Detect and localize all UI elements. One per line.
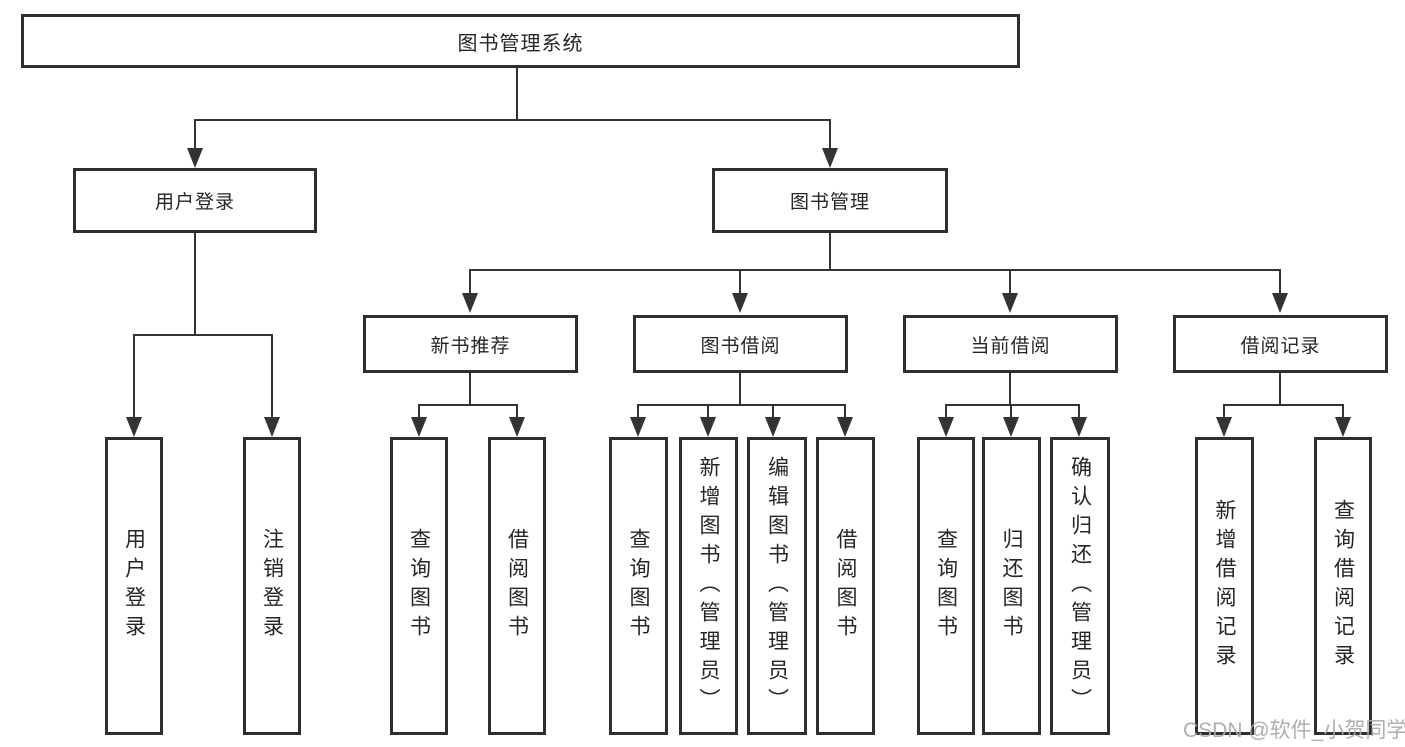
node-root-label: 图书管理系统 [457, 32, 584, 55]
node-leaf-br-query-record-label: 查询借阅记录 [1331, 499, 1355, 673]
connector-arm-bb-borrow [844, 404, 846, 418]
node-leaf-bb-borrow-book-label: 借阅图书 [834, 528, 857, 644]
node-book-management: 图书管理 [712, 168, 948, 233]
node-leaf-cb-query-book-label: 查询图书 [934, 528, 958, 644]
node-leaf-logout-label: 注销登录 [260, 528, 284, 644]
node-leaf-bb-add-book-admin: 新增图书（管理员） [679, 437, 738, 735]
arrowhead-nb-query [411, 417, 427, 437]
connector-arm-nb-query [418, 404, 420, 418]
connector-arm-book-management [829, 119, 831, 149]
arrowhead-user-login [187, 148, 203, 168]
connector-new-book-stem [469, 373, 471, 406]
arrowhead-br-add [1216, 417, 1232, 437]
connector-arm-br-add [1223, 404, 1225, 418]
arrowhead-leaf-login [126, 417, 142, 437]
connector-arm-leaf-login [133, 334, 135, 418]
node-leaf-nb-query-book-label: 查询图书 [407, 528, 431, 644]
node-current-borrow-label: 当前借阅 [970, 335, 1051, 357]
connector-book-management-branch [470, 269, 1281, 271]
node-leaf-bb-borrow-book: 借阅图书 [816, 437, 875, 735]
node-leaf-br-add-record: 新增借阅记录 [1195, 437, 1254, 735]
arrowhead-bb-borrow [837, 417, 853, 437]
node-leaf-cb-return-book: 归还图书 [982, 437, 1041, 735]
connector-arm-cb-query [945, 404, 947, 418]
node-leaf-nb-borrow-book: 借阅图书 [488, 437, 546, 735]
connector-arm-br-query [1342, 404, 1344, 418]
node-new-book-recommend-label: 新书推荐 [430, 335, 511, 357]
node-leaf-bb-query-book: 查询图书 [609, 437, 668, 735]
node-leaf-cb-return-book-label: 归还图书 [1000, 528, 1023, 644]
connector-borrow-records-branch [1224, 404, 1344, 406]
connector-arm-current-borrow [1009, 269, 1011, 294]
connector-user-login-branch [134, 334, 273, 336]
node-leaf-nb-borrow-book-label: 借阅图书 [505, 528, 529, 644]
arrowhead-bb-query [630, 417, 646, 437]
node-leaf-br-add-record-label: 新增借阅记录 [1213, 499, 1236, 673]
connector-arm-bb-edit [772, 404, 774, 418]
arrowhead-br-query [1335, 417, 1351, 437]
connector-current-borrow-branch [946, 404, 1080, 406]
csdn-watermark: CSDN @软件_小贺同学 [1183, 719, 1405, 742]
connector-new-book-branch [419, 404, 518, 406]
connector-arm-nb-borrow [516, 404, 518, 418]
arrowhead-cb-query [938, 417, 954, 437]
arrowhead-book-borrow [732, 293, 748, 313]
connector-arm-new-book [469, 269, 471, 294]
arrowhead-nb-borrow [509, 417, 525, 437]
node-leaf-bb-edit-book-admin: 编辑图书（管理员） [747, 437, 807, 735]
node-leaf-logout: 注销登录 [243, 437, 301, 735]
node-book-borrow-label: 图书借阅 [700, 335, 781, 357]
node-leaf-user-login: 用户登录 [105, 437, 163, 735]
connector-root-stem [516, 68, 518, 120]
connector-current-borrow-stem [1009, 373, 1011, 406]
node-user-login-label: 用户登录 [154, 192, 235, 213]
arrowhead-book-management [822, 148, 838, 168]
connector-user-login-stem [194, 233, 196, 335]
node-book-borrow: 图书借阅 [633, 315, 848, 373]
connector-borrow-records-stem [1279, 373, 1281, 406]
node-leaf-cb-query-book: 查询图书 [917, 437, 975, 735]
node-leaf-cb-confirm-return-admin: 确认归还（管理员） [1050, 437, 1110, 735]
arrowhead-bb-add [700, 417, 716, 437]
arrowhead-cb-confirm [1071, 417, 1087, 437]
node-leaf-user-login-label: 用户登录 [122, 528, 146, 644]
node-current-borrow: 当前借阅 [903, 315, 1118, 373]
connector-arm-user-login [194, 119, 196, 149]
connector-arm-cb-return [1010, 404, 1012, 418]
arrowhead-new-book [462, 293, 478, 313]
connector-arm-borrow-records [1279, 269, 1281, 294]
node-leaf-bb-query-book-label: 查询图书 [627, 528, 650, 644]
node-leaf-nb-query-book: 查询图书 [390, 437, 448, 735]
connector-book-borrow-stem [739, 373, 741, 406]
connector-arm-bb-query [637, 404, 639, 418]
arrowhead-current-borrow [1002, 293, 1018, 313]
arrowhead-cb-return [1003, 417, 1019, 437]
arrowhead-leaf-logout [264, 417, 280, 437]
arrowhead-bb-edit [765, 417, 781, 437]
node-new-book-recommend: 新书推荐 [363, 315, 578, 373]
connector-arm-leaf-logout [271, 334, 273, 418]
node-leaf-br-query-record: 查询借阅记录 [1314, 437, 1372, 735]
connector-arm-cb-confirm [1078, 404, 1080, 418]
node-borrow-records: 借阅记录 [1173, 315, 1388, 373]
connector-root-branch [195, 119, 831, 121]
arrowhead-borrow-records [1272, 293, 1288, 313]
connector-book-borrow-branch [638, 404, 846, 406]
connector-arm-bb-add [707, 404, 709, 418]
node-user-login: 用户登录 [73, 168, 317, 233]
connector-book-management-stem [829, 233, 831, 271]
node-book-management-label: 图书管理 [789, 192, 870, 213]
node-leaf-cb-confirm-return-admin-label: 确认归还（管理员） [1068, 455, 1092, 717]
node-root: 图书管理系统 [21, 14, 1020, 68]
node-leaf-bb-edit-book-admin-label: 编辑图书（管理员） [765, 455, 789, 717]
connector-arm-book-borrow [739, 269, 741, 294]
node-leaf-bb-add-book-admin-label: 新增图书（管理员） [697, 455, 720, 717]
node-borrow-records-label: 借阅记录 [1240, 335, 1321, 357]
